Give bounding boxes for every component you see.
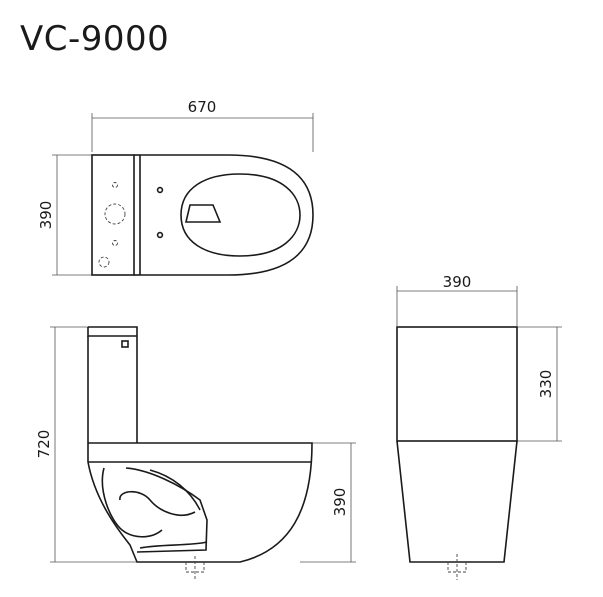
- top-view: 670 390: [37, 98, 314, 276]
- flush-button-icon: [104, 203, 126, 225]
- trapway-curve: [125, 467, 208, 553]
- drain-pipe-icon: [447, 562, 467, 573]
- small-button-icon: [112, 182, 118, 188]
- small-button-icon: [112, 240, 118, 246]
- bowl-height-dimension: 390: [300, 442, 356, 563]
- trapway-curve: [101, 467, 163, 538]
- front-width-label: 390: [443, 273, 472, 291]
- drain-marker-icon: [98, 256, 110, 268]
- bowl-height-label: 390: [331, 488, 349, 517]
- drain-pipe-icon: [185, 562, 205, 573]
- top-width-label: 670: [188, 98, 217, 116]
- tank-side-outline: [87, 326, 138, 443]
- bowl-opening: [180, 173, 301, 257]
- tank-front-outline: [396, 326, 518, 442]
- drain-outlet: [184, 204, 222, 223]
- trapway-curve: [119, 490, 196, 516]
- bowl-front-outline: [396, 440, 518, 563]
- top-width-dimension: 670: [91, 98, 314, 152]
- top-depth-label: 390: [37, 201, 55, 230]
- front-width-dimension: 390: [396, 273, 518, 326]
- tank-top-outline: [91, 154, 135, 276]
- top-depth-dimension: 390: [37, 154, 92, 276]
- hinge-bolt-icon: [156, 186, 164, 194]
- side-height-dimension: 720: [35, 326, 137, 563]
- front-view: 390 330: [396, 273, 562, 580]
- tank-height-label: 330: [537, 370, 555, 399]
- model-title: VC-9000: [20, 19, 170, 59]
- hinge-bolt-icon: [156, 231, 164, 239]
- seat-outline: [140, 154, 314, 276]
- side-view: 720 390: [35, 326, 356, 580]
- bowl-side-outline: [87, 442, 313, 563]
- tank-height-dimension: 330: [517, 326, 562, 442]
- side-height-label: 720: [35, 430, 53, 459]
- flush-button-side-icon: [121, 340, 129, 348]
